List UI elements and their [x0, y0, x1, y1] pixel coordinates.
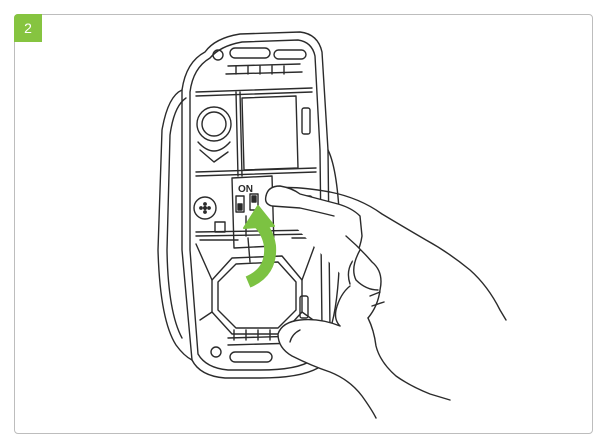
switch-on-label: ON — [238, 184, 253, 195]
